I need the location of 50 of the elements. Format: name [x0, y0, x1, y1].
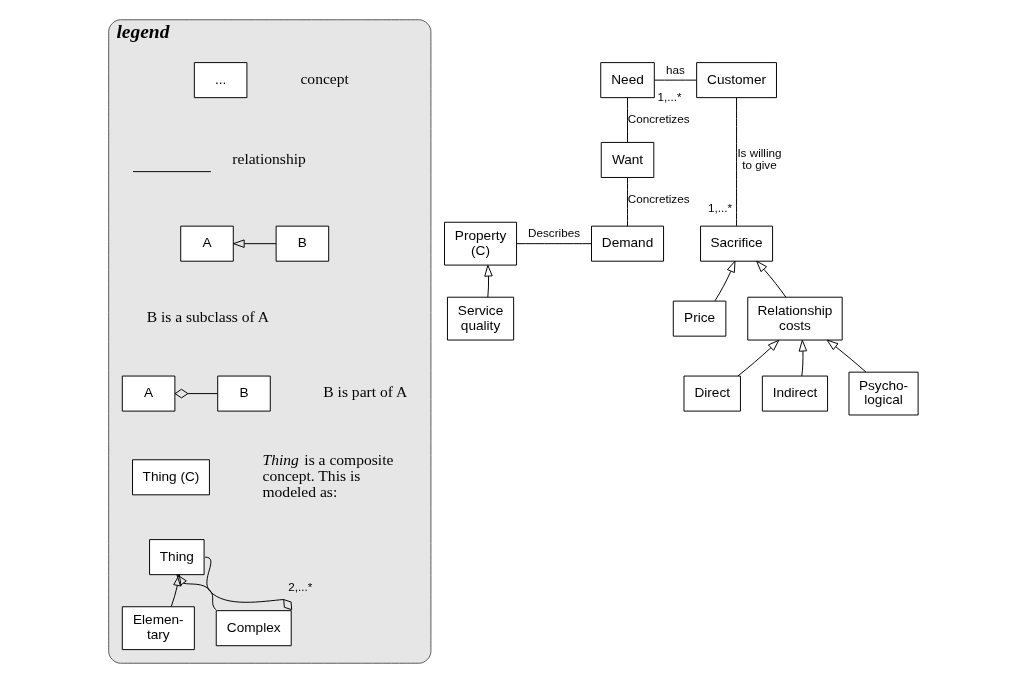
node-box: Complex	[215, 610, 292, 647]
node-box: Need	[600, 62, 655, 99]
edge-label: Describes	[528, 226, 580, 240]
connector	[516, 243, 592, 245]
node-label: concept	[300, 69, 349, 87]
node-label: Thing is a composite concept. This is modeled as:	[262, 451, 394, 500]
node-box: Elemen- tary	[121, 606, 195, 651]
edge-label: Concretizes	[627, 111, 690, 125]
arrow	[714, 260, 736, 302]
node-box: A	[180, 225, 234, 262]
node-box: B	[217, 375, 271, 412]
node-box: Thing (C)	[132, 459, 210, 496]
edge-label: Concretizes	[627, 192, 690, 206]
node-box: Want	[600, 141, 655, 178]
arrow	[170, 574, 182, 608]
label: 2,...*	[288, 580, 313, 594]
connector	[627, 97, 628, 143]
edge-label: has	[666, 62, 685, 76]
arrow	[798, 339, 808, 377]
connector	[204, 556, 293, 611]
arrow	[826, 339, 867, 373]
connector	[736, 97, 738, 227]
node-box: Indirect	[761, 375, 829, 412]
node-box: Thing	[149, 539, 205, 576]
node-box: B	[275, 225, 330, 262]
node-box: Psycho- logical	[848, 371, 919, 416]
arrow	[232, 239, 277, 248]
arrow	[176, 574, 217, 611]
node-label: B is part of A	[323, 383, 408, 401]
node-box: Demand	[591, 225, 665, 262]
node-box: A	[121, 375, 176, 412]
node-box: Direct	[683, 375, 741, 412]
connector	[627, 177, 628, 227]
node-box: Relationship costs	[747, 296, 843, 341]
node-box: Customer	[696, 62, 777, 99]
node-box: Price	[672, 300, 727, 337]
node-label: B is a subclass of A	[146, 308, 269, 326]
node-box: Sacrifice	[700, 225, 774, 262]
label: 1,...*	[708, 201, 733, 215]
arrow	[756, 260, 787, 298]
node-box: Property (C)	[444, 221, 518, 266]
label: relationship	[232, 149, 306, 167]
connector	[174, 388, 219, 399]
node-box: ...	[193, 62, 248, 99]
arrow	[484, 264, 493, 298]
label: 1,...*	[657, 90, 682, 104]
edge-label: Is willing to give	[737, 145, 782, 172]
connector	[654, 79, 697, 81]
node-box: Service quality	[446, 296, 515, 341]
arrow	[737, 339, 780, 377]
